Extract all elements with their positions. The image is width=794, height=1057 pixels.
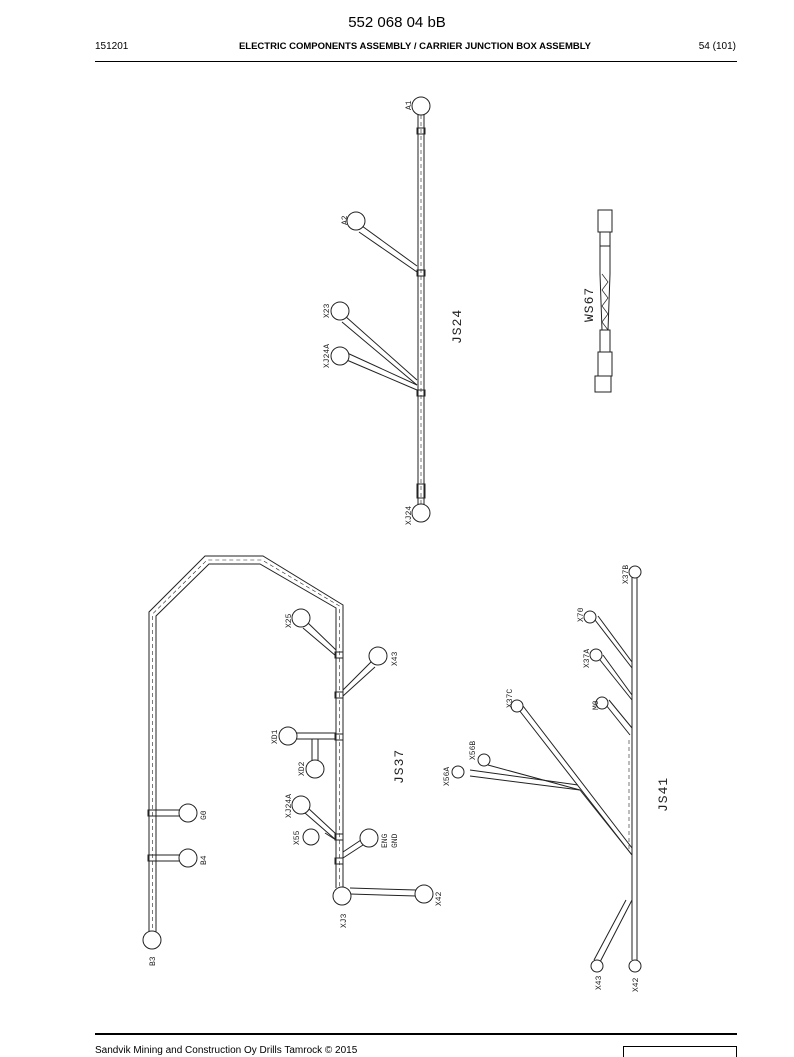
page-title: ELECTRIC COMPONENTS ASSEMBLY / CARRIER J…: [238, 41, 592, 52]
title-js37: JS37: [392, 749, 407, 784]
label-js37-g0: G0: [200, 810, 209, 820]
label-js37-x55: X55: [293, 830, 302, 845]
label-js41-m0: M0: [592, 700, 601, 710]
label-js24-a1: A1: [405, 100, 414, 110]
harness-js37: [142, 555, 434, 950]
title-js41: JS41: [656, 777, 671, 812]
harness-js41: [451, 565, 642, 973]
label-js37-eng: ENG: [381, 833, 390, 848]
label-js41-x42: X42: [632, 977, 641, 992]
label-js37-xj3: XJ3: [340, 913, 349, 928]
label-js37-b3: B3: [149, 956, 158, 966]
label-js41-x43: X43: [595, 975, 604, 990]
label-js37-xd2: XD2: [298, 761, 307, 776]
label-js37-xd1: XD1: [271, 729, 280, 744]
header-rule: [95, 61, 737, 62]
label-js41-x37c: X37C: [506, 689, 515, 708]
label-js37-b4: B4: [200, 855, 209, 865]
label-js41-x70: X70: [577, 607, 586, 622]
label-js37-xj24a: XJ24A: [285, 794, 294, 818]
page-number: 54 (101): [698, 41, 736, 52]
section-code: 151201: [95, 41, 129, 52]
label-js24-xj24a: XJ24A: [323, 344, 332, 368]
label-js37-gnd: GND: [391, 833, 400, 848]
label-js24-x23: X23: [323, 303, 332, 318]
document-number: 552 068 04 bB: [348, 14, 446, 31]
label-js24-xj24: XJ24: [405, 506, 414, 525]
label-js37-x25: X25: [285, 613, 294, 628]
label-js41-x56a: X56A: [443, 767, 452, 786]
label-js37-x42: X42: [435, 891, 444, 906]
footer-rule: [95, 1033, 737, 1035]
label-js37-x43: X43: [391, 651, 400, 666]
title-ws67: WS67: [582, 287, 597, 322]
label-js41-x56b: X56B: [469, 741, 478, 760]
sandvik-logo: [623, 1046, 737, 1057]
label-js41-x37a: X37A: [583, 649, 592, 668]
cable-ws67: [594, 209, 613, 393]
label-js24-a2: A2: [341, 215, 350, 225]
label-js41-x37b: X37B: [622, 565, 631, 584]
footer-copyright: Sandvik Mining and Construction Oy Drill…: [95, 1045, 358, 1056]
harness-js24: [330, 96, 431, 523]
title-js24: JS24: [450, 309, 465, 344]
